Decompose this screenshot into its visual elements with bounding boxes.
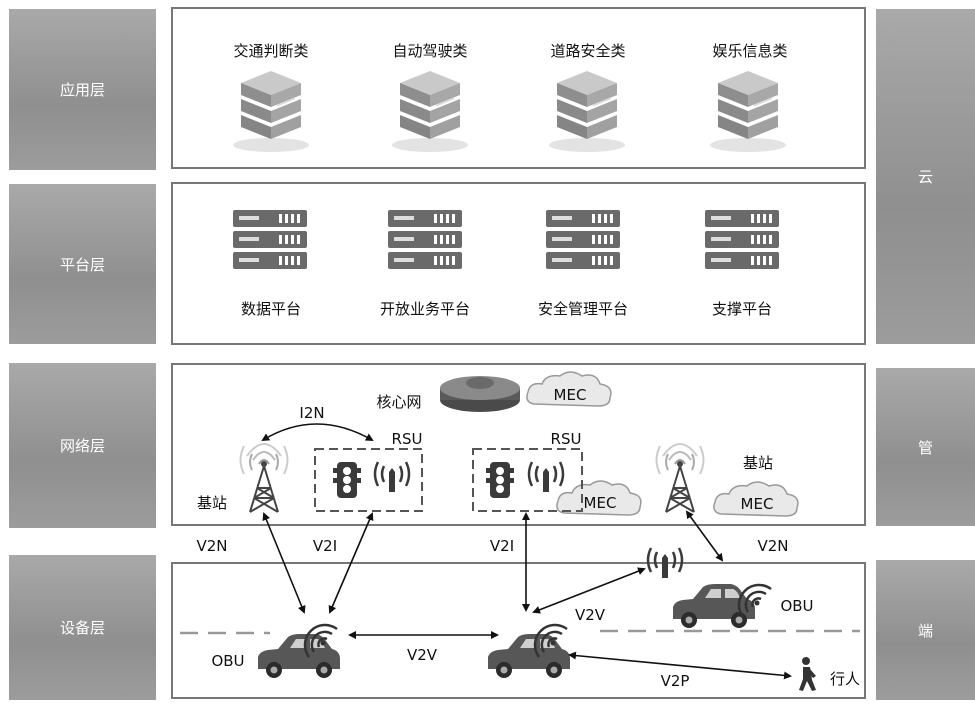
- platform-security-label: 安全管理平台: [537, 300, 629, 318]
- layer-device-label: 设备层: [59, 619, 105, 637]
- obu-label-left: OBU: [211, 652, 245, 670]
- platform-support-label: 支撑平台: [711, 300, 773, 318]
- layer-application: 应用层: [9, 9, 156, 170]
- base-station-label-left: 基站: [196, 494, 228, 512]
- app-road-safety-label: 道路安全类: [550, 42, 626, 60]
- platform-open-business-label: 开放业务平台: [379, 300, 471, 318]
- layer-terminal-label: 端: [917, 621, 933, 640]
- layer-platform-label: 平台层: [59, 255, 105, 274]
- layer-platform: 平台层: [9, 184, 156, 344]
- layer-network-label: 网络层: [59, 437, 105, 455]
- mec-label-rsu: MEC: [583, 494, 617, 512]
- v2v-label-center: V2V: [406, 646, 438, 664]
- v2p-label: V2P: [660, 672, 690, 690]
- base-station-label-right: 基站: [742, 454, 774, 472]
- app-autonomous-driving-label: 自动驾驶类: [392, 42, 468, 60]
- layer-network: 网络层: [9, 363, 156, 528]
- network-panel: [171, 363, 866, 526]
- v2n-label-right: V2N: [757, 537, 789, 555]
- layer-pipe: 管: [876, 368, 975, 526]
- core-network-label: 核心网: [376, 393, 422, 411]
- layer-cloud-label: 云: [917, 168, 933, 186]
- app-traffic-judgment-label: 交通判断类: [233, 42, 309, 60]
- v2i-label-right: V2I: [489, 537, 515, 555]
- pedestrian-label: 行人: [829, 670, 861, 688]
- v2i-label-left: V2I: [312, 537, 338, 555]
- v2n-label-left: V2N: [196, 537, 228, 555]
- mec-label-core: MEC: [553, 386, 587, 404]
- app-infotainment-label: 娱乐信息类: [712, 42, 788, 60]
- rsu-label-left: RSU: [391, 430, 423, 448]
- platform-data-label: 数据平台: [240, 300, 302, 318]
- layer-pipe-label: 管: [917, 438, 933, 457]
- rsu-label-right: RSU: [550, 430, 582, 448]
- layer-device: 设备层: [9, 555, 156, 700]
- obu-label-right: OBU: [780, 597, 814, 615]
- layer-terminal: 端: [876, 560, 975, 700]
- layer-application-label: 应用层: [59, 81, 105, 99]
- v2v-label-right: V2V: [574, 606, 606, 624]
- layer-cloud: 云: [876, 9, 975, 344]
- i2n-label: I2N: [299, 404, 325, 422]
- mec-label-base: MEC: [740, 495, 774, 513]
